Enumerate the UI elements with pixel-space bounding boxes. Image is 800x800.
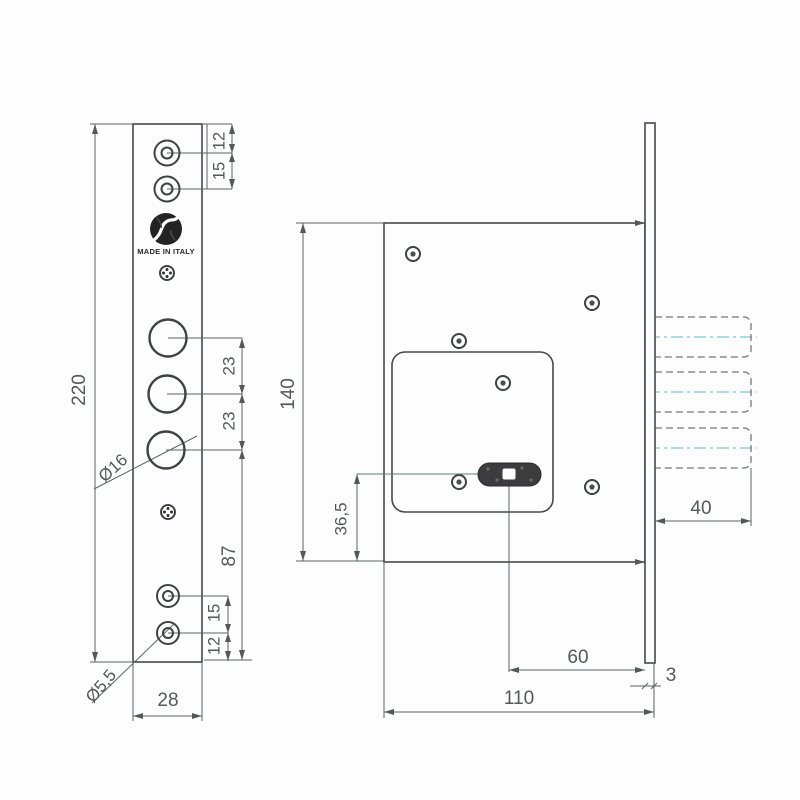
dim-label-60: 60 — [567, 647, 588, 668]
dim-label-15-bottom: 15 — [206, 604, 224, 622]
dim-label-220: 220 — [69, 374, 90, 406]
faceplate-front-view: 220 12 15 MADE IN ITALY — [69, 123, 252, 721]
dim-label-140: 140 — [278, 378, 299, 410]
top-screw-hole-inner — [160, 182, 174, 196]
dim-label-dia16: Ø16 — [95, 450, 132, 486]
bolt-hole-2 — [147, 374, 187, 414]
dim-label-23-upper: 23 — [220, 357, 239, 376]
lock-body — [383, 222, 646, 563]
top-screw-hole — [153, 175, 181, 203]
leader-line-dia16 — [93, 435, 198, 490]
body-screws — [405, 246, 600, 495]
dim-arrow-junction — [239, 441, 245, 459]
brand-logo-icon — [150, 213, 182, 245]
dim-label-15-top: 15 — [211, 162, 229, 180]
dim-label-12-bottom: 12 — [206, 637, 224, 655]
bottom-screw-hole — [156, 621, 180, 645]
bottom-screw-hole — [156, 584, 180, 608]
deadbolt-2 — [655, 371, 752, 413]
dim-arrow-junction — [239, 385, 245, 403]
made-in-italy-label: MADE IN ITALY — [137, 247, 194, 256]
screw — [451, 474, 467, 490]
edge-arrow — [635, 559, 645, 565]
dim-label-40: 40 — [690, 498, 711, 519]
cross-screw — [160, 504, 176, 520]
dim-label-110: 110 — [504, 688, 534, 709]
deadbolt-3 — [655, 427, 752, 469]
top-screw-hole-inner — [160, 146, 174, 160]
bolt-hole-1 — [148, 318, 188, 358]
dim-tick — [641, 682, 649, 690]
dim-label-87: 87 — [219, 545, 240, 566]
deadbolt-1 — [655, 316, 752, 358]
screw — [495, 375, 511, 391]
dim-arrow-junction — [229, 144, 235, 162]
double-bit-keyhole — [477, 462, 542, 487]
dim-arrow-junction — [225, 624, 231, 642]
faceplate-edge — [644, 122, 656, 664]
bolt-hole-3 — [146, 430, 186, 470]
bottom-screw-hole-inner — [162, 590, 174, 602]
cylinder-cover-plate — [391, 351, 554, 513]
dim-label-3: 3 — [666, 665, 677, 686]
bottom-screw-hole-inner — [162, 627, 174, 639]
screw — [451, 333, 467, 349]
dim-tick — [650, 682, 658, 690]
dim-label-dia55: Ø5,5 — [82, 666, 120, 706]
top-screw-hole — [153, 139, 181, 167]
dim-label-365: 36,5 — [332, 502, 351, 535]
dim-label-23-lower: 23 — [220, 412, 239, 431]
edge-arrow — [635, 220, 645, 226]
dim-label-12-top: 12 — [211, 132, 229, 150]
cross-screw — [159, 265, 175, 281]
screw — [584, 479, 600, 495]
screw — [405, 246, 421, 262]
screw — [584, 295, 600, 311]
lock-body-view: 140 36,5 40 60 110 3 — [278, 122, 757, 718]
faceplate-plate — [132, 123, 203, 663]
dim-label-28: 28 — [157, 690, 178, 711]
